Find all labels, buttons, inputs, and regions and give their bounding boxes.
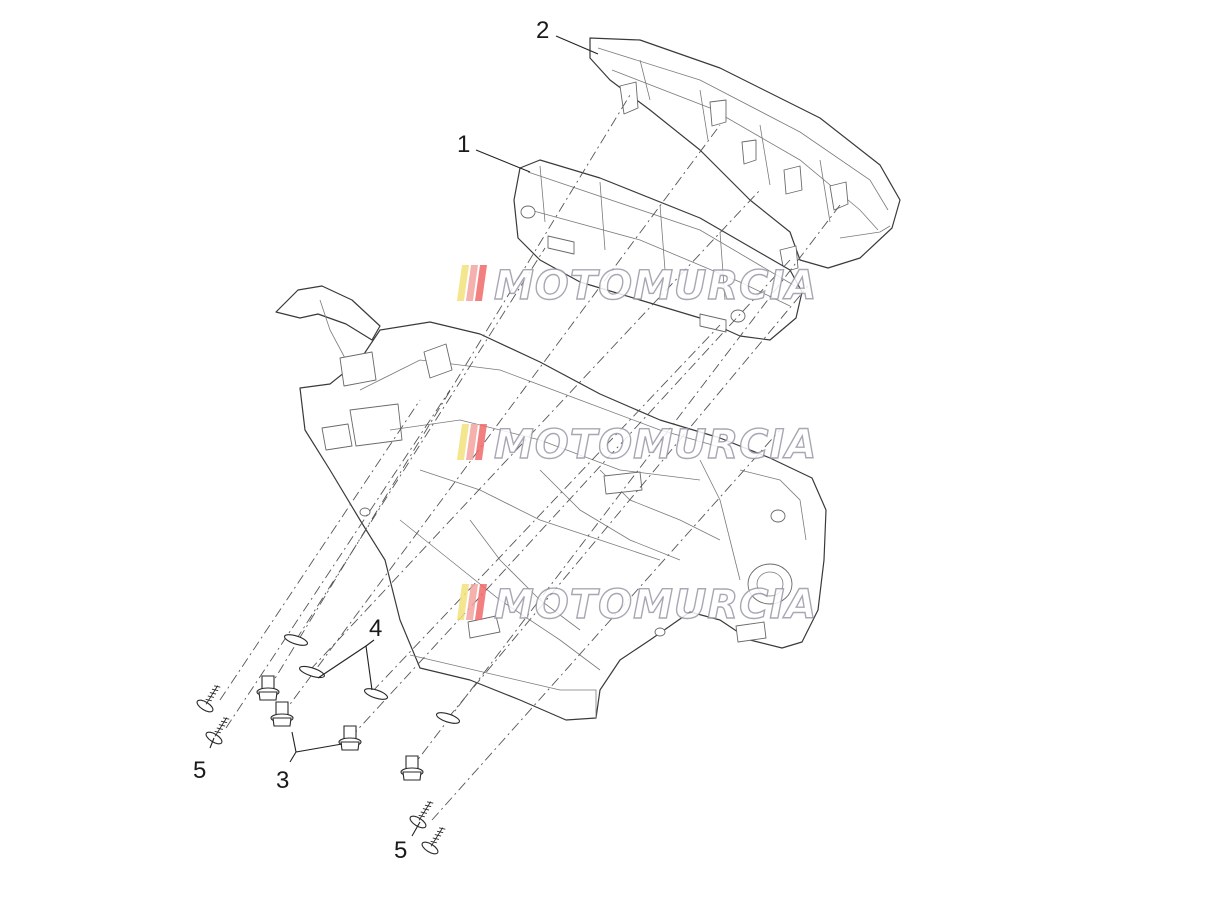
washer xyxy=(363,688,389,700)
watermark-logo-text: MOTOMURCIA xyxy=(494,582,817,628)
watermark-middle: MOTOMURCIA xyxy=(456,421,817,469)
flange-bolt xyxy=(270,701,294,727)
callout-3: 3 xyxy=(276,767,289,794)
assembly-lines xyxy=(219,94,841,821)
callout-5-left: 5 xyxy=(193,757,206,784)
callout-labels: 2 1 4 3 5 5 xyxy=(193,17,549,864)
watermark-stripes xyxy=(456,584,487,620)
callout-4: 4 xyxy=(369,615,382,642)
leader-lines xyxy=(209,35,599,837)
washer xyxy=(283,634,309,646)
washer xyxy=(435,712,461,724)
watermark-logo-text: MOTOMURCIA xyxy=(494,263,817,309)
watermark-stripes xyxy=(456,424,487,460)
callout-5-bottom: 5 xyxy=(394,837,407,864)
part-1-instrument-cluster xyxy=(513,159,803,341)
bolt-parts-3 xyxy=(256,675,424,781)
flange-bolt xyxy=(256,675,280,701)
screw xyxy=(196,685,221,713)
washer xyxy=(299,665,325,679)
flange-bolt xyxy=(338,725,362,751)
watermark-logo-text: MOTOMURCIA xyxy=(494,422,817,468)
flange-bolt xyxy=(400,755,424,781)
watermark-top: MOTOMURCIA xyxy=(456,262,817,310)
screw-parts-5 xyxy=(196,685,446,855)
screw xyxy=(409,801,434,829)
watermark-stripes xyxy=(456,265,487,301)
callout-1: 1 xyxy=(457,131,470,158)
watermark-bottom: MOTOMURCIA xyxy=(456,581,817,629)
callout-2: 2 xyxy=(536,17,549,44)
part-2-instrument-cover xyxy=(589,37,901,273)
screw xyxy=(205,717,230,745)
washer-parts-4 xyxy=(283,634,461,724)
screw xyxy=(421,827,446,855)
